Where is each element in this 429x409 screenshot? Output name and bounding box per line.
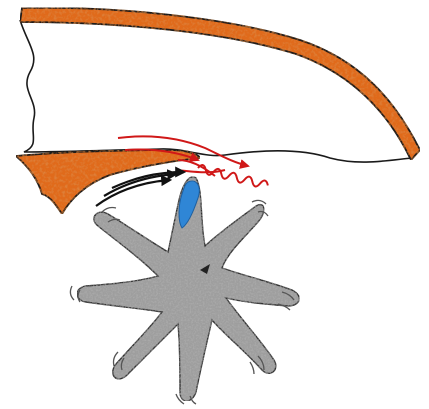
spring-coil [197, 164, 269, 189]
membrane-outline [20, 20, 412, 162]
black-flow-arrows [96, 172, 184, 206]
bone-lower-fragment [16, 150, 200, 214]
bone-upper-plate [20, 8, 420, 160]
